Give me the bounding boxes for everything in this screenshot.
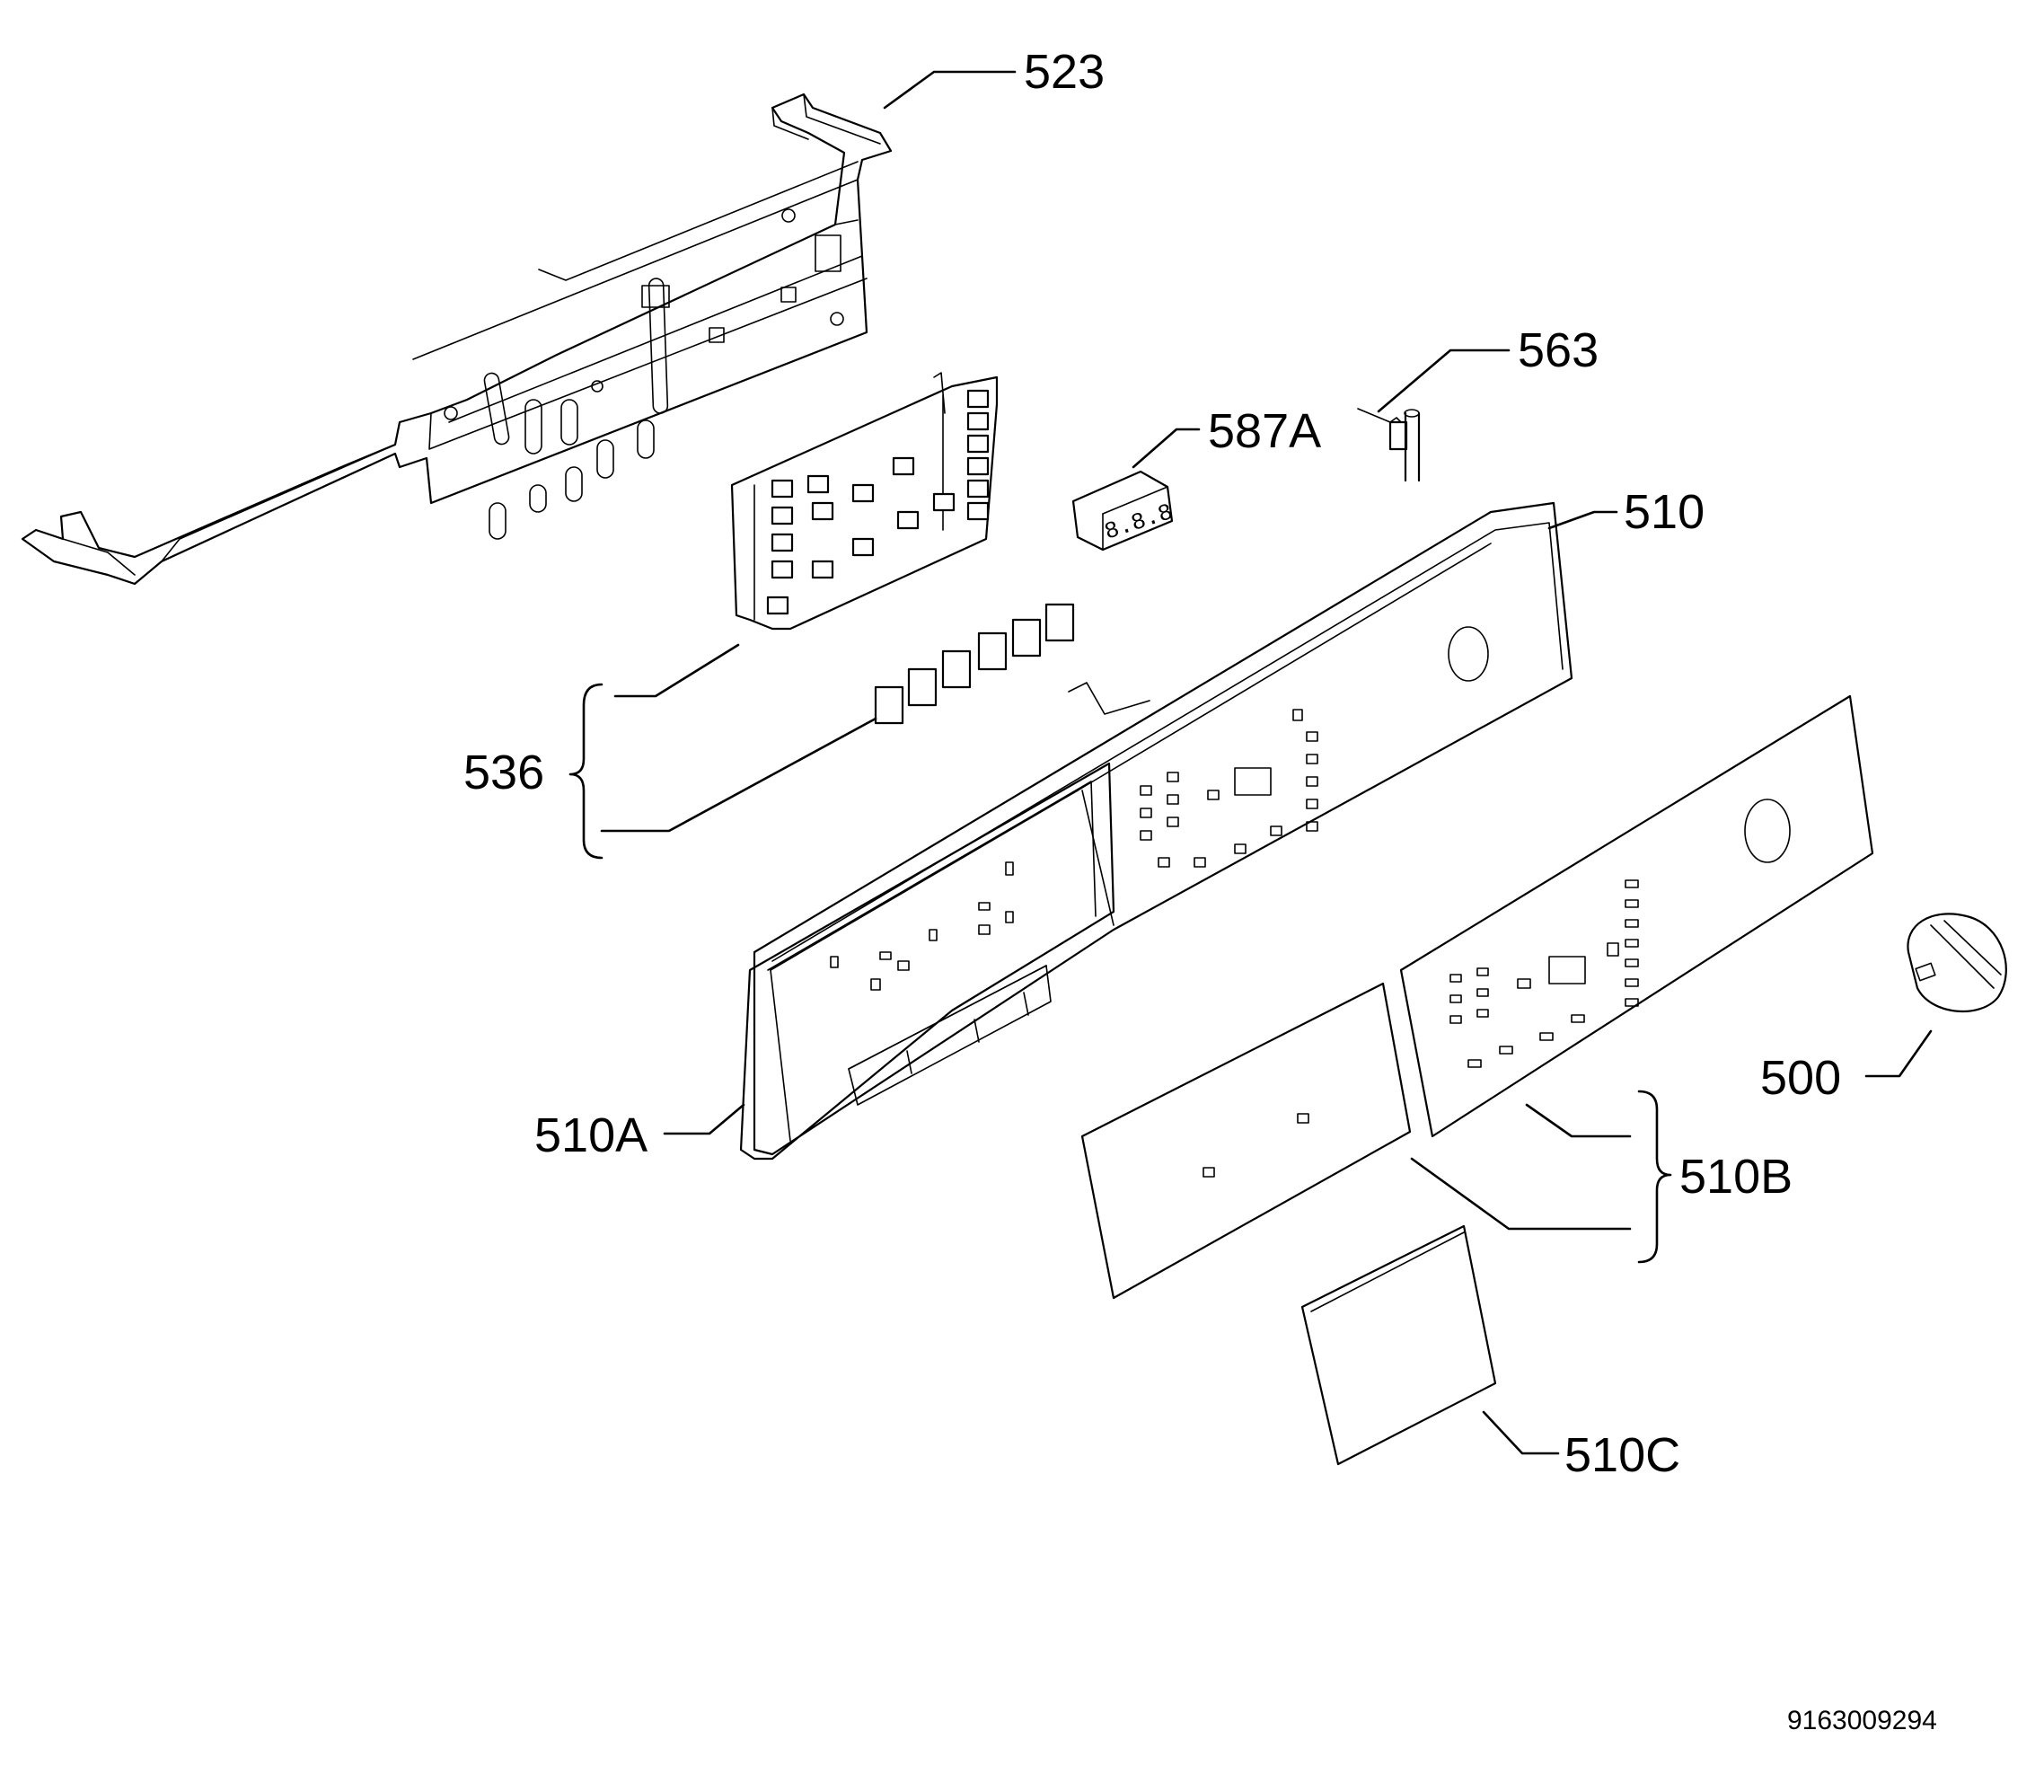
leader-510 [1547,510,1618,530]
leader-563 [1377,349,1511,413]
part-510c-cover-plate [1300,1224,1497,1466]
part-536-control-board [730,372,1075,725]
part-510b-decor-panels [1080,694,1874,1300]
label-510a: 510A [534,1108,648,1162]
part-510-control-panel [753,501,1573,1156]
leader-510a [663,1103,745,1135]
label-510: 510 [1624,485,1705,539]
part-510a-panel-front [739,762,1115,1161]
part-563-light-pipe [1357,408,1421,482]
callout-labels: 523 563 587A 510 536 500 510A 510B 510C … [463,45,1937,1735]
panel-button-cutouts [870,709,1318,991]
leader-523 [883,70,1017,110]
bracket-536 [568,683,604,860]
label-536: 536 [463,746,544,799]
part-587a-display: 8.8.8 [1071,470,1176,552]
part-523-bracket [21,93,893,586]
label-510b: 510B [1679,1150,1793,1204]
leader-536-lower [600,717,877,833]
board-switches [766,389,990,615]
label-563: 563 [1518,323,1599,377]
leader-536-upper [613,643,740,698]
label-510c: 510C [1564,1428,1680,1482]
label-587a: 587A [1208,404,1321,458]
label-500: 500 [1760,1051,1841,1105]
push-buttons [874,603,1075,725]
leader-510b-upper [1525,1103,1632,1138]
leader-lines [568,70,1933,1455]
leader-587a [1132,428,1201,469]
bracket-510b [1637,1090,1672,1264]
decor-button-marks [1449,879,1639,1068]
leader-500 [1864,1029,1933,1078]
leader-510b-lower [1410,1157,1632,1231]
document-number: 9163009294 [1787,1706,1937,1735]
leader-510c [1482,1410,1560,1455]
label-523: 523 [1024,45,1105,99]
part-500-knob [1907,913,2007,1013]
